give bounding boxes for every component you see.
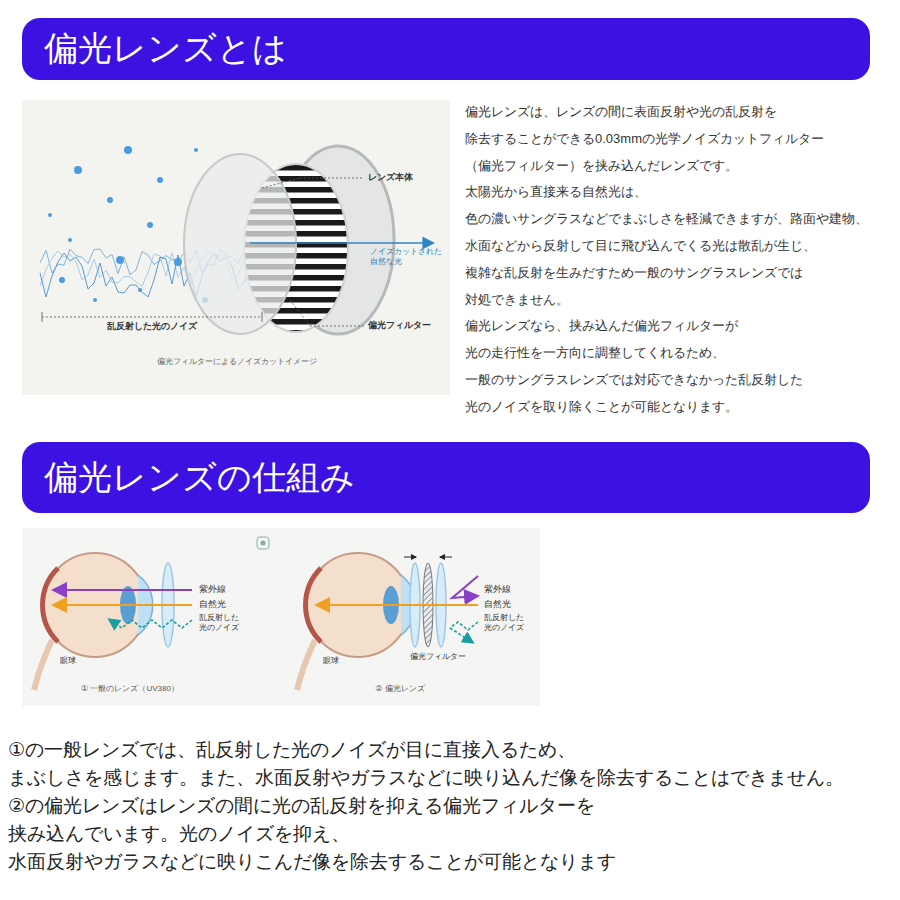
paragraph-line: 対処できません。 <box>465 292 569 308</box>
part-label: 眼球 <box>60 656 76 666</box>
paragraph-line: 太陽光から直接来る自然光は、 <box>465 184 647 200</box>
eyeball <box>297 553 416 690</box>
paragraph-line: 水面などから反射して目に飛び込んでくる光は散乱が生じ、 <box>465 238 816 254</box>
panel <box>22 100 450 395</box>
noise-dot <box>59 277 65 283</box>
noise-dot <box>147 222 153 228</box>
ray-label: 自然光 <box>199 599 226 610</box>
header-band: 偏光レンズとは <box>22 18 870 80</box>
ray-label: 自然光 <box>484 599 511 610</box>
leader-line <box>310 326 364 327</box>
image-caption: ② 偏光レンズ <box>375 684 424 694</box>
part-label: ノイズカットされた 自然な光 <box>370 247 442 266</box>
press-arrow <box>440 557 452 558</box>
icon <box>261 541 266 546</box>
part-label: 偏光フィルター <box>368 320 431 331</box>
icon <box>257 537 269 549</box>
paragraph-line: （偏光フィルター）を挟み込んだレンズです。 <box>465 158 738 174</box>
paragraph-line: 光のノイズを取り除くことが可能となります。 <box>465 399 738 415</box>
noise-arrow <box>450 628 472 642</box>
paragraph-line: 除去することができる0.03mmの光学ノイズカットフィルター <box>465 131 824 147</box>
leader-line <box>262 178 300 188</box>
paragraph-line: 水面反射やガラスなどに映りこんだ像を除去することが可能となります <box>8 850 616 874</box>
press-arrow <box>404 557 416 558</box>
section-heading: 偏光レンズとは <box>44 30 287 67</box>
paragraph-line: 偏光レンズは、レンズの間に表面反射や光の乱反射を <box>465 104 777 120</box>
noise-arrow <box>110 620 192 628</box>
part-label: 乱反射した光のノイズ <box>107 321 197 332</box>
noise-dot <box>68 238 72 242</box>
ray-label: 紫外線 <box>199 584 226 595</box>
image-caption: ① 一般のレンズ（UV380） <box>81 684 179 694</box>
light-arrow <box>55 604 192 606</box>
ray-label: 乱反射した 光のノイズ <box>484 613 524 632</box>
panel <box>22 528 540 706</box>
noise-dot <box>74 166 82 174</box>
part-label: 眼球 <box>323 656 339 666</box>
paragraph-line: 色の濃いサングラスなどでまぶしさを軽減できますが、路面や建物、 <box>465 211 868 227</box>
noise-dot <box>174 258 182 266</box>
paragraph-line: ①の一般レンズでは、乱反射した光のノイズが目に直接入るため、 <box>8 738 576 762</box>
noise-dot <box>138 288 142 292</box>
eyeball <box>34 553 153 690</box>
noise-dot <box>194 148 198 152</box>
noise-dot <box>48 213 52 217</box>
uv-arrow <box>55 589 192 591</box>
bracket <box>262 312 263 322</box>
uv-arrow <box>452 576 478 598</box>
image-caption: 偏光フィルターによるノイズカットイメージ <box>157 357 317 367</box>
part-label: 偏光フィルター <box>410 652 466 662</box>
paragraph-line: 光の走行性を一方向に調整してくれるため、 <box>465 345 725 361</box>
paragraph-line: 挟み込んでいます。光のノイズを抑え、 <box>8 822 350 846</box>
header-band: 偏光レンズの仕組み <box>22 442 870 513</box>
paragraph-line: 一般のサングラスレンズでは対応できなかった乱反射した <box>465 372 803 388</box>
noise-dot <box>124 146 132 154</box>
lens-body <box>184 154 296 334</box>
paragraph-line: 偏光レンズなら、挟み込んだ偏光フィルターが <box>465 318 738 334</box>
noise-dots <box>48 146 208 303</box>
part-label: レンズ本体 <box>368 172 413 183</box>
ray-label: 乱反射した 光のノイズ <box>199 613 239 632</box>
noise-arrow <box>450 622 478 630</box>
light-arrow <box>250 242 432 244</box>
leader-line <box>300 178 364 179</box>
noise-dot <box>116 256 124 264</box>
leader-line <box>290 300 310 326</box>
light-arrow <box>318 604 478 606</box>
noise-dot <box>157 177 163 183</box>
bracket <box>42 312 43 322</box>
paragraph-line: 複雑な乱反射を生みだすため一般のサングラスレンズでは <box>465 265 803 281</box>
paragraph-line: まぶしさを感じます。また、水面反射やガラスなどに映り込んだ像を除去することはでき… <box>8 766 844 790</box>
ray-label: 紫外線 <box>484 584 511 595</box>
noise-dot <box>93 298 97 302</box>
noise-dot <box>107 197 113 203</box>
paragraph-line: ②の偏光レンズはレンズの間に光の乱反射を抑える偏光フィルターを <box>8 794 595 818</box>
bracket <box>42 317 262 318</box>
section-heading: 偏光レンズの仕組み <box>44 459 355 496</box>
